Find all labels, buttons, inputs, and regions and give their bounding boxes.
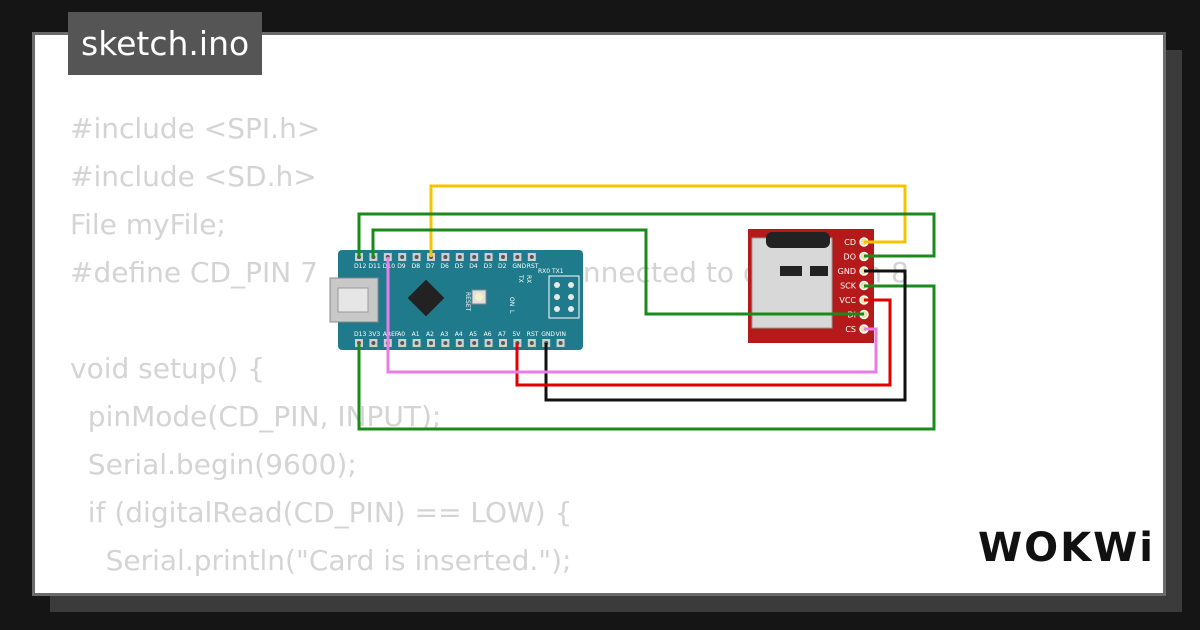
nano-top-pin-label: D8	[412, 263, 421, 270]
code-line: Serial.println("Card is inserted.");	[70, 544, 572, 577]
code-background: #include <SPI.h> #include <SD.h> File myFi…	[70, 105, 909, 593]
reset-label: RESET	[464, 292, 471, 312]
wokwi-logo: WOKWi	[978, 525, 1155, 571]
nano-bottom-pin-label: GND	[541, 331, 555, 338]
nano-bottom-pin-label: A1	[412, 331, 420, 338]
nano-bottom-pin-label: AREF	[383, 331, 399, 338]
code-line: if (digitalRead(CD_PIN) == LOW) {	[70, 496, 573, 529]
nano-bottom-pin-label: D13	[354, 331, 366, 338]
nano-bottom-pin-label: A4	[455, 331, 463, 338]
nano-top-pin-label: RST	[527, 263, 539, 270]
microcontroller-chip	[407, 279, 445, 317]
nano-top-pin-label: D4	[469, 263, 478, 270]
nano-bottom-pin-label: VIN	[556, 331, 566, 338]
nano-bottom-pin-label: A0	[397, 331, 405, 338]
nano-top-pin-label: TX1	[551, 268, 564, 275]
nano-top-pin-label: D2	[498, 263, 507, 270]
rx-led-label: RX	[525, 275, 532, 283]
wire-gnd	[544, 269, 907, 402]
code-line: #include <SPI.h>	[70, 112, 321, 145]
wires	[357, 184, 936, 431]
nano-board-body	[338, 250, 583, 350]
nano-top-pin-label: RX0	[538, 268, 550, 275]
nano-top-pin-label: D11	[368, 263, 380, 270]
sd-pin-label: GND	[838, 267, 856, 276]
nano-bottom-pin-label: A7	[498, 331, 506, 338]
code-line: File myFile;	[70, 208, 226, 241]
sketch-filename-tab: sketch.ino	[68, 12, 263, 75]
sd-pin-label: SCK	[840, 282, 857, 291]
icsp-header	[548, 275, 580, 319]
wire-do-d12	[357, 212, 936, 258]
nano-bottom-pin-label: A5	[469, 331, 477, 338]
nano-top-pin-label: D6	[440, 263, 449, 270]
nano-top-pin-label: D5	[455, 263, 464, 270]
nano-top-pin-label: D7	[426, 263, 435, 270]
usb-port	[337, 287, 369, 313]
code-line: #include <SD.h>	[70, 160, 317, 193]
preview-card: #include <SPI.h> #include <SD.h> File myFi…	[32, 32, 1166, 596]
sd-pin-label: VCC	[839, 296, 856, 305]
nano-bottom-pin-label: 5V	[512, 331, 521, 338]
code-line: // Proceed with reading or writing	[70, 585, 909, 593]
nano-top-pin-label: GND	[512, 263, 526, 270]
on-led-label: ON	[508, 297, 515, 306]
nano-bottom-pin-label: A6	[484, 331, 492, 338]
wire-cs-d10	[386, 257, 878, 374]
sd-pin-label: CD	[844, 238, 856, 247]
code-line: pinMode(CD_PIN, INPUT);	[70, 400, 442, 433]
sd-pin-label: CS	[845, 325, 856, 334]
wire-cd-d7	[429, 184, 907, 257]
wire-sck-d13	[357, 284, 936, 431]
nano-bottom-pins	[355, 339, 565, 347]
code-line: Serial.begin(9600);	[70, 448, 357, 481]
nano-bottom-pin-label: A2	[426, 331, 434, 338]
wire-di-d11	[371, 228, 864, 316]
nano-bottom-pin-label: A3	[440, 331, 448, 338]
tx-led-label: TX	[517, 274, 524, 283]
nano-bottom-pin-label: 3V3	[368, 331, 380, 338]
nano-top-pin-label: D9	[397, 263, 406, 270]
nano-bottom-pin-label: RST	[527, 331, 539, 338]
sd-pin-label: DO	[844, 253, 856, 262]
code-line: void setup() {	[70, 352, 266, 385]
nano-top-pin-label: D3	[484, 263, 493, 270]
l-led-label: L	[508, 310, 515, 314]
nano-top-pin-label: D12	[354, 263, 366, 270]
